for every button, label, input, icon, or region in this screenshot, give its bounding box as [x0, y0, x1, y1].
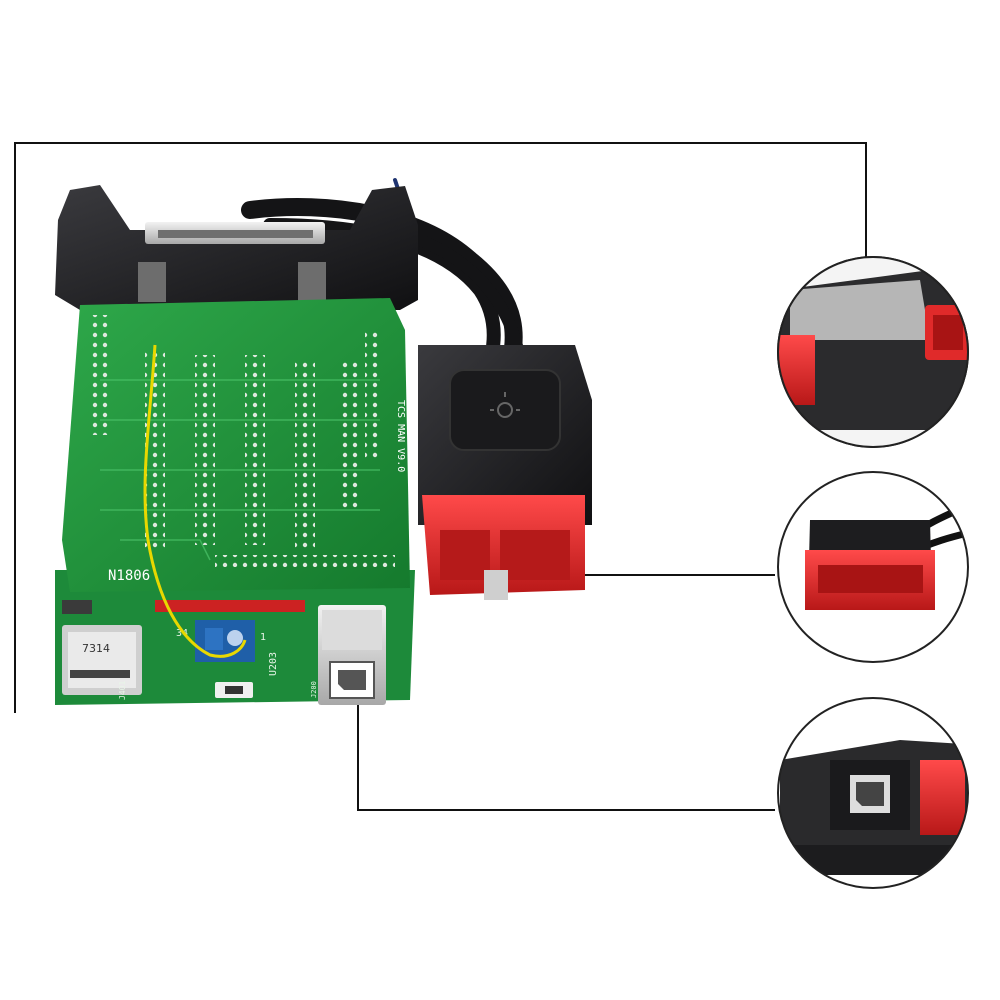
- usb-b-port: [318, 605, 386, 705]
- cable-bundle: [241, 178, 526, 389]
- callout-line-usb: [357, 705, 775, 811]
- adapter-pcb: N1806 TCS MAN V9.0: [62, 298, 410, 592]
- inset-obd-detail: [777, 471, 969, 663]
- pcb-part-number: N1806: [108, 568, 150, 584]
- pin-1-label: 1: [260, 632, 266, 643]
- pcb-version-label: TCS MAN V9.0: [395, 400, 406, 472]
- inset-db15-detail: [777, 256, 969, 448]
- inset-usb-detail: [777, 697, 969, 889]
- obd-cover-plate: [449, 369, 561, 451]
- jumper-wire: [143, 344, 247, 658]
- light-bulb-icon: [490, 392, 520, 418]
- pin-34-label: 34: [176, 628, 188, 639]
- card-slot-label: J401: [118, 681, 127, 700]
- screw-post-left: [138, 262, 166, 302]
- callout-lines: [14, 142, 867, 811]
- sd-chip-label: 7314: [82, 642, 110, 655]
- bt-module-label: U203: [268, 652, 279, 676]
- base-board: 7314 J401 34 1 U203 J200: [55, 570, 415, 705]
- screw-post-right: [298, 262, 326, 302]
- callout-line-db15: [14, 142, 867, 713]
- obd-connector: [418, 345, 592, 600]
- db15-housing: [55, 185, 418, 310]
- usb-port-label: J200: [310, 681, 318, 698]
